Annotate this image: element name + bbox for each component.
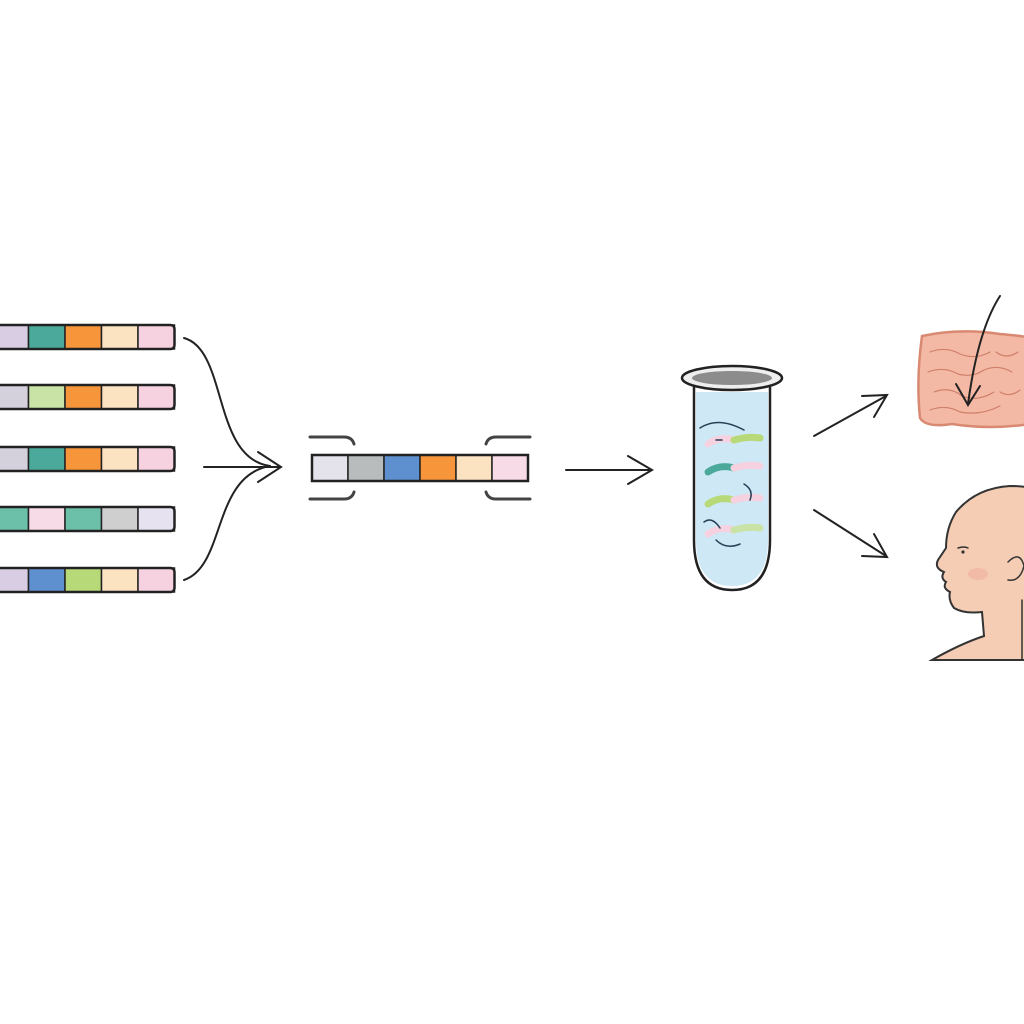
strip-segment (137, 324, 176, 350)
strip-segment (137, 446, 176, 472)
strip-segment (64, 324, 103, 350)
strip-outline (0, 323, 176, 351)
strip-segment (100, 506, 139, 532)
strip-segment (0, 384, 30, 410)
tissue-texture (927, 348, 1021, 414)
left-clamp-bottom (308, 490, 356, 501)
eye (961, 550, 965, 554)
merge-arrows (183, 337, 283, 581)
assembled-segment (383, 454, 421, 482)
input-strip-5 (0, 566, 176, 594)
tube-liquid (696, 392, 768, 586)
strip-segment (0, 324, 30, 350)
merge-curve-top (183, 337, 271, 467)
tissue-sample-icon (917, 295, 1024, 429)
strip-outline (0, 445, 176, 473)
strip-segment (0, 446, 30, 472)
strip-segment (137, 384, 176, 410)
test-tube-icon (680, 364, 784, 592)
human-head-icon (928, 484, 1024, 661)
fragment-right (730, 523, 764, 534)
strip-segment (0, 567, 30, 593)
assembled-strip-group (308, 435, 532, 501)
input-strips-group (0, 323, 176, 594)
strip-segment (100, 324, 139, 350)
input-strip-2 (0, 383, 176, 411)
assembled-segment (455, 454, 493, 482)
merge-curve-bottom (183, 465, 271, 581)
strip-outline (0, 505, 176, 533)
strip-segment (27, 567, 66, 593)
input-strip-1 (0, 323, 176, 351)
strip-segment (137, 506, 176, 532)
strip-segment (64, 384, 103, 410)
merge-arrow-head (257, 451, 283, 483)
head-details (957, 546, 1024, 661)
assembled-segment (311, 454, 349, 482)
arrow-to-tube (565, 455, 654, 485)
strip-segment (64, 567, 103, 593)
assembled-strip (310, 453, 530, 483)
strip-segment (64, 446, 103, 472)
right-clamp-bottom (484, 490, 532, 501)
dna-fragment-2 (704, 461, 764, 476)
strip-segment (137, 567, 176, 593)
input-strip-4 (0, 505, 176, 533)
fragment-right (730, 461, 764, 472)
arrow-to-head (813, 509, 887, 557)
tissue-pointer-arrow (955, 295, 1001, 407)
strip-outline (0, 566, 176, 594)
strip-segment (27, 446, 66, 472)
assembled-segment (419, 454, 457, 482)
clamp-brackets (308, 435, 532, 501)
tube-fragments (704, 433, 764, 538)
dna-fragment-3 (704, 493, 764, 508)
arrow-to-tissue (813, 395, 887, 437)
tube-squiggles (699, 421, 752, 547)
assembled-segment (347, 454, 385, 482)
strip-segment (27, 324, 66, 350)
assembled-segment (491, 454, 529, 482)
left-clamp-top (308, 435, 356, 446)
assembled-outline (310, 453, 530, 483)
strip-segment (100, 384, 139, 410)
strip-segment (100, 446, 139, 472)
dna-fragment-1 (704, 433, 764, 448)
right-clamp-top (484, 435, 532, 446)
fragment-right (730, 493, 764, 504)
strip-segment (0, 506, 30, 532)
dna-fragment-4 (704, 523, 764, 538)
tube-body (692, 384, 772, 592)
strip-segment (100, 567, 139, 593)
fragment-right (730, 433, 764, 444)
tube-opening (692, 371, 772, 385)
strip-outline (0, 383, 176, 411)
strip-segment (27, 384, 66, 410)
strip-segment (64, 506, 103, 532)
input-strip-3 (0, 445, 176, 473)
strip-segment (27, 506, 66, 532)
branch-arrows (813, 393, 889, 559)
cheek-blush (968, 568, 988, 580)
